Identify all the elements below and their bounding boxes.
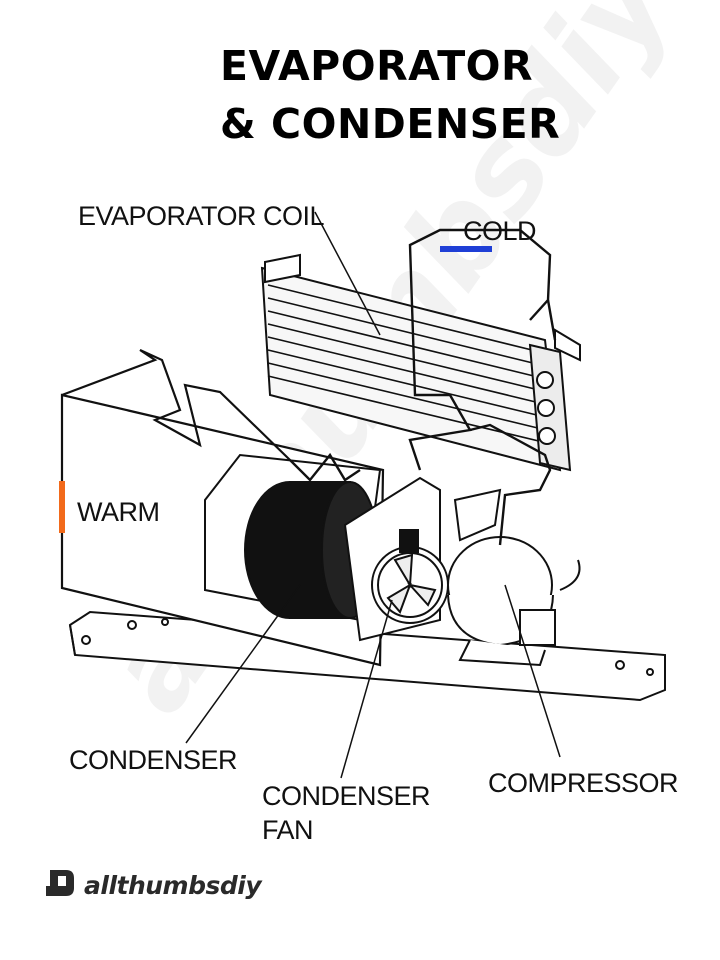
warm-label: WARM: [77, 497, 160, 527]
brand-name: allthumbsdiy: [84, 871, 262, 900]
condenser-fan-drawing: [343, 476, 449, 642]
evaporator-coil-label: EVAPORATOR COIL: [78, 201, 325, 231]
thumb-logo-icon: [44, 866, 78, 905]
leader-lines: [185, 211, 561, 779]
title-line-1: EVAPORATOR: [220, 42, 534, 90]
compressor-drawing: [447, 488, 581, 667]
evaporator-coil-drawing: [260, 253, 581, 472]
refrigerant-tubing: [289, 228, 557, 546]
cold-label: COLD: [463, 216, 537, 246]
title-line-2: & CONDENSER: [220, 100, 561, 148]
compressor-label: COMPRESSOR: [488, 768, 679, 798]
condenser-label: CONDENSER: [69, 745, 238, 775]
condenser-fan-label-line1: CONDENSER: [262, 781, 431, 811]
brand: allthumbsdiy: [44, 866, 262, 905]
condenser-fan-label-line2: FAN: [262, 815, 314, 845]
